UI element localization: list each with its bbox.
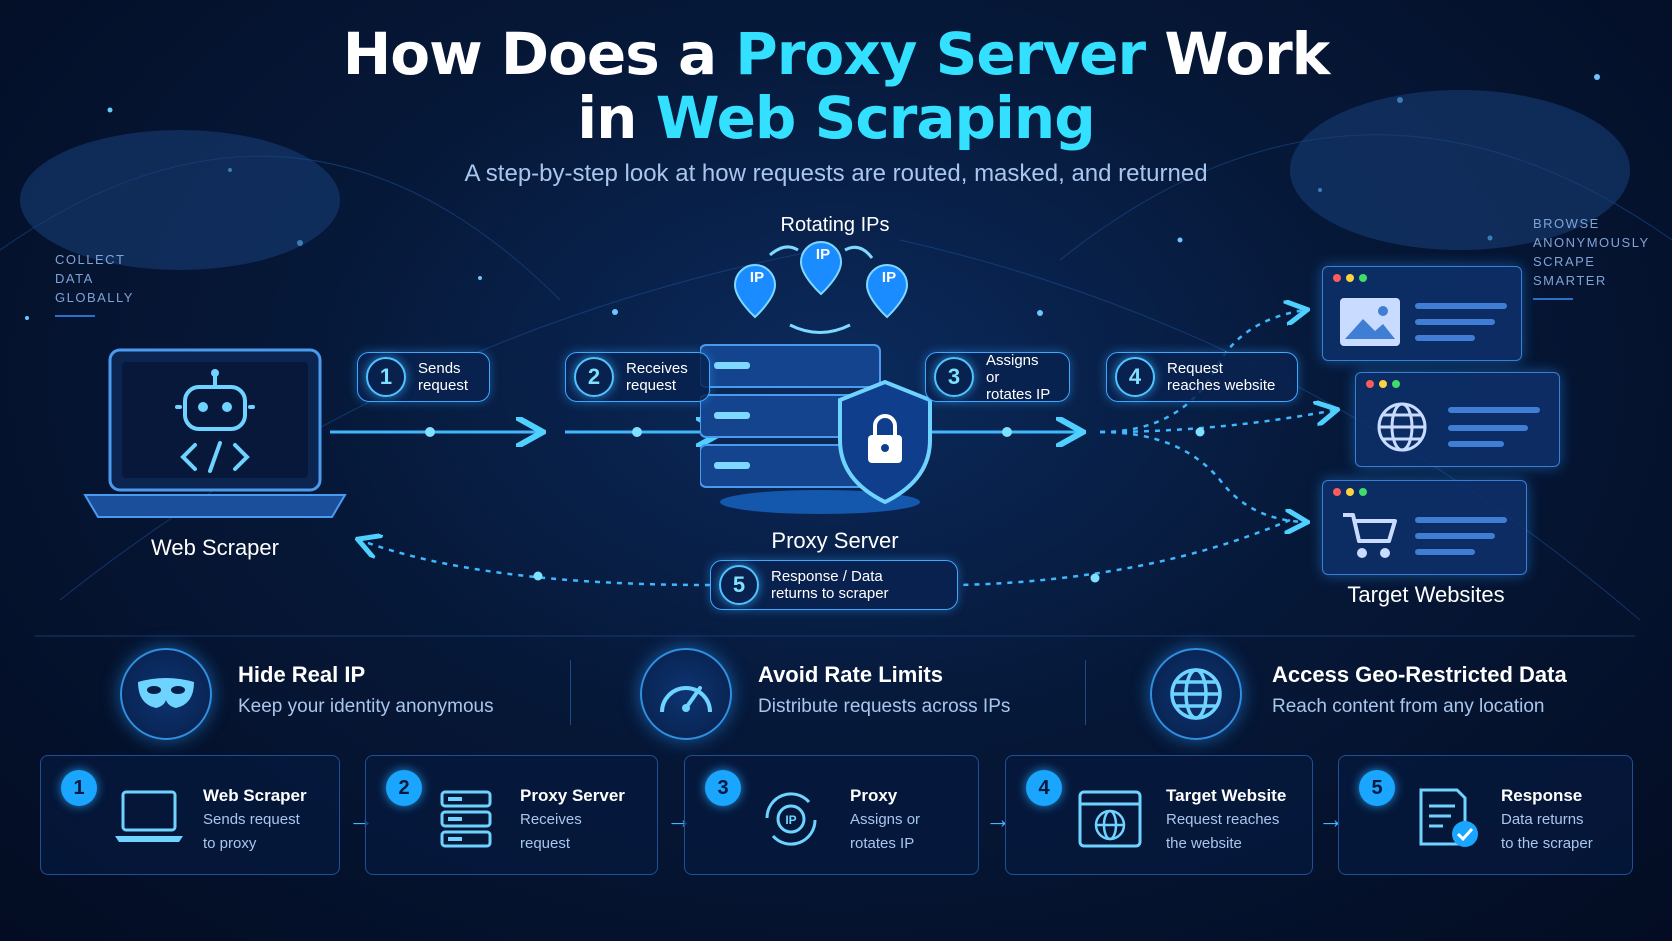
step-number-4: 4 xyxy=(1115,357,1155,397)
flow-title: Proxy Server xyxy=(520,786,625,805)
laptop-robot-icon xyxy=(83,348,347,518)
globe-icon-badge xyxy=(1150,648,1242,740)
flow-number: 4 xyxy=(1026,770,1062,806)
flow-title: Proxy xyxy=(850,786,898,805)
globe-icon xyxy=(1377,402,1427,452)
image-icon xyxy=(1340,298,1400,346)
step-number-2: 2 xyxy=(574,357,614,397)
flow-title: Target Website xyxy=(1166,786,1287,805)
proxy-server-label: Proxy Server xyxy=(771,528,899,553)
proxy-server-icon xyxy=(700,241,932,514)
page-title: How Does a Proxy Server Work in Web Scra… xyxy=(342,20,1331,152)
flow-number: 5 xyxy=(1359,770,1395,806)
globe-icon xyxy=(1170,668,1222,720)
rotate-ip-icon: IP xyxy=(765,792,817,846)
benefit-title: Access Geo-Restricted Data xyxy=(1272,662,1567,687)
benefit-geo-restricted: Access Geo-Restricted Data Reach content… xyxy=(1272,662,1567,718)
speedometer-icon xyxy=(660,686,712,713)
target-site-card-image xyxy=(1322,266,1522,361)
browser-globe-icon xyxy=(1078,790,1142,848)
document-check-icon xyxy=(1419,788,1478,847)
speedometer-icon-badge xyxy=(640,648,732,740)
ip-badge-right: IP xyxy=(881,269,897,286)
benefit-desc: Reach content from any location xyxy=(1272,696,1545,717)
benefit-hide-ip: Hide Real IP Keep your identity anonymou… xyxy=(238,662,494,718)
flow-number: 3 xyxy=(705,770,741,806)
step-number-1: 1 xyxy=(366,357,406,397)
step-number-3: 3 xyxy=(934,357,974,397)
flow-title: Web Scraper xyxy=(203,786,307,805)
benefit-title: Hide Real IP xyxy=(238,662,366,687)
flow-number: 2 xyxy=(386,770,422,806)
rotating-ips-label: Rotating IPs xyxy=(780,214,890,236)
flow-title: Response xyxy=(1501,786,1583,805)
target-websites-label: Target Websites xyxy=(1347,582,1505,607)
web-scraper-label: Web Scraper xyxy=(151,535,279,560)
svg-text:IP: IP xyxy=(785,813,796,827)
shopping-cart-icon xyxy=(1343,513,1397,558)
mask-icon xyxy=(138,678,194,708)
ip-badge-left: IP xyxy=(749,269,765,286)
flow-number: 1 xyxy=(61,770,97,806)
benefit-title: Avoid Rate Limits xyxy=(758,662,943,687)
laptop-icon xyxy=(115,790,183,842)
ip-badge-top: IP xyxy=(815,246,831,263)
server-icon xyxy=(440,790,492,848)
mask-icon-badge xyxy=(120,648,212,740)
target-site-card-cart xyxy=(1322,480,1527,575)
benefit-desc: Distribute requests across IPs xyxy=(758,696,1011,717)
benefit-desc: Keep your identity anonymous xyxy=(238,696,494,717)
step-number-5: 5 xyxy=(719,565,759,605)
target-site-card-globe xyxy=(1355,372,1560,467)
page-subtitle: A step-by-step look at how requests are … xyxy=(464,160,1208,187)
benefit-rate-limits: Avoid Rate Limits Distribute requests ac… xyxy=(758,662,1010,718)
